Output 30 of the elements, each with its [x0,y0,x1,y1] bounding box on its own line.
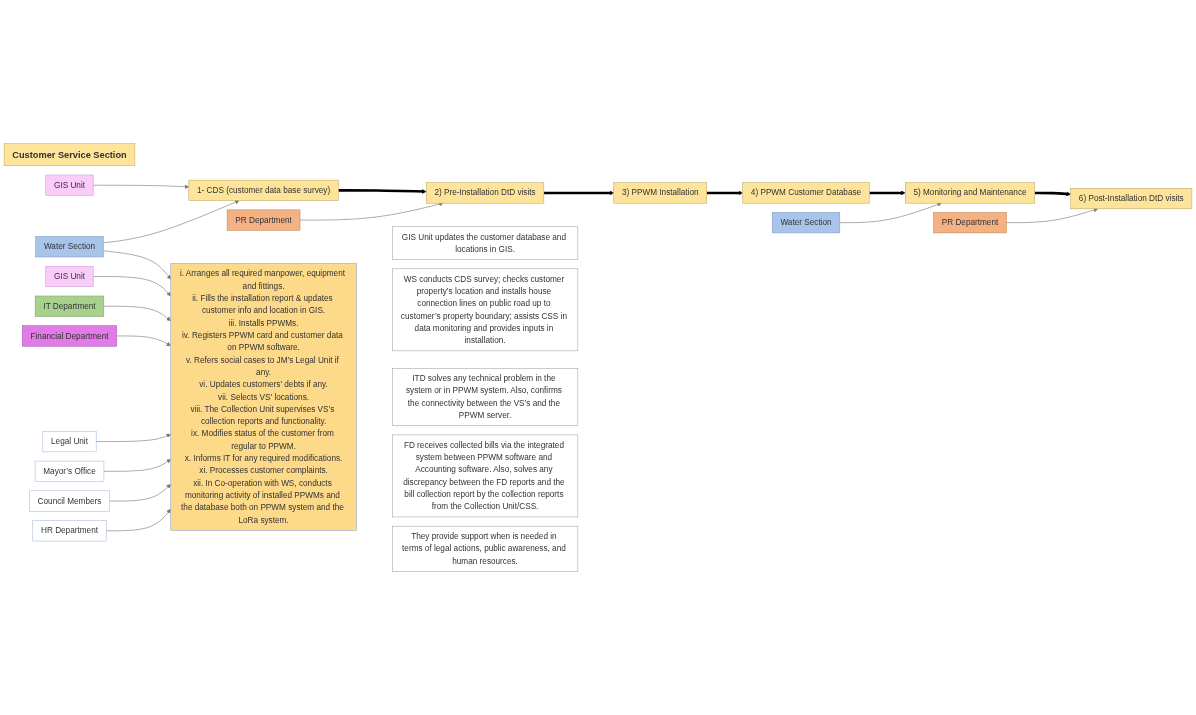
arrow [1034,191,1071,197]
node-box: IT Department [34,295,105,317]
node-box: GIS Unit [45,174,94,196]
node-box: HR Department [32,520,107,542]
node-box: They provide support when is needed in terms of legal actions, public awareness, and human resources. [392,525,579,572]
node-box: 3) PPWM Installation [613,182,707,204]
node-box: Council Members [29,490,110,512]
node-box: Financial Department [22,325,117,347]
node-box: i. Arranges all required manpower, equipment and fittings. ii. Fills the installation report & updates customer info and location in GIS. iii. Installs PPWMs. iv. Registers PPWM card and customer data on PPWM software. v. Refers social cases to JM’s Legal Unit if any. vi. Updates customers' debts if any. vii. Selects VS' locations. viii. The Collection Unit supervises VS’s collection reports and functionality. ix. Modifies status of the customer from regular to PPWM. x. Informs IT for any required modifications. xi. Processes customer complaints. xii. In Co-operation with WS, conducts monitoring activity of installed PPWMs and the database both on PPWM system and the LoRa system. [170,263,357,531]
node-box: GIS Unit updates the customer database and locations in GIS. [392,226,579,260]
node-box: Legal Unit [42,431,97,453]
arrow [869,190,906,196]
node-box: Water Section [771,212,841,234]
node-box: FD receives collected bills via the integrated system between PPWM software and Accounting software. Also, solves any discrepancy between the FD reports and the bill collection report by the collection reports from the Collection Unit/CSS. [392,434,579,518]
node-box: Water Section [35,236,104,258]
node-box: WS conducts CDS survey; checks customer property’s location and installs house connection lines on public road up to customer’s property boundary; assists CSS in data monitoring and provides inputs in installation. [392,268,579,352]
node-box: Mayor’s Office [34,460,105,482]
node-box: ITD solves any technical problem in the system or in PPWM system. Also, confirms the connectivity between the VS’s and the PPWM server. [392,368,579,426]
arrow [706,190,743,196]
arrow [338,189,427,194]
node-box: PR Department [226,209,301,231]
node-box: 4) PPWM Customer Database [742,182,870,204]
node-box: PR Department [933,212,1007,234]
node-box: 6) Post-Installation DtD visits [1070,188,1193,210]
node-box: Customer Service Section [3,143,136,166]
node-box: GIS Unit [45,266,94,287]
node-box: 5) Monitoring and Maintenance [905,182,1035,204]
node-box: 1- CDS (customer data base survey) [188,179,339,201]
arrow [543,190,614,196]
node-box: 2) Pre-Installation DtD visits [426,182,545,204]
